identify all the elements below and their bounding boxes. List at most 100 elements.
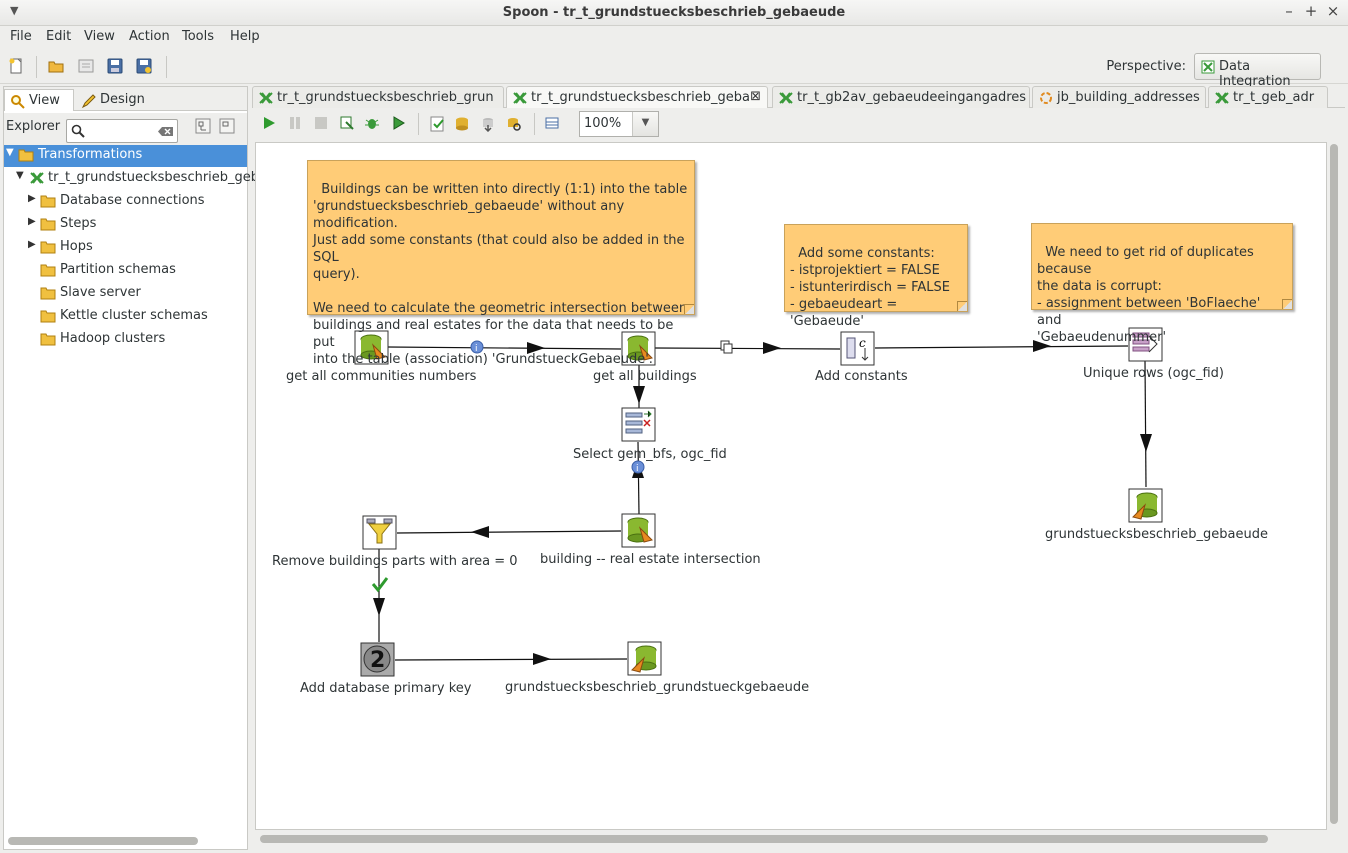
- note-text: Add some constants: - istprojektiert = F…: [790, 246, 951, 329]
- save-icon[interactable]: [107, 58, 123, 74]
- canvas-vertical-scrollbar[interactable]: [1330, 144, 1338, 824]
- tab-tr-geb-adr[interactable]: tr_t_geb_adr: [1208, 86, 1328, 108]
- step-icon-table-input: [621, 331, 656, 366]
- tree-item-label: Database connections: [60, 193, 205, 208]
- checkmark-icon: [371, 577, 389, 593]
- tab-design-label: Design: [100, 92, 145, 107]
- menu-edit[interactable]: Edit: [46, 29, 72, 44]
- zoom-select[interactable]: 100% ▼: [579, 111, 659, 137]
- impact-icon[interactable]: [454, 116, 470, 132]
- expand-all-icon[interactable]: [195, 118, 211, 134]
- clear-search-icon[interactable]: [158, 126, 174, 137]
- hop-line: [1144, 360, 1147, 488]
- minimize-icon[interactable]: –: [1285, 2, 1293, 20]
- explorer-row: Explorer: [4, 113, 247, 147]
- magnifier-icon: [11, 95, 25, 109]
- zoom-value: 100%: [584, 116, 622, 131]
- collapsed-arrow-icon[interactable]: ▶: [28, 193, 36, 204]
- collapse-all-icon[interactable]: [219, 118, 235, 134]
- perspective-data-integration-button[interactable]: Data Integration: [1194, 53, 1321, 89]
- tree-item-label: Transformations: [38, 147, 143, 162]
- menu-tools[interactable]: Tools: [182, 29, 215, 44]
- data-integration-icon: [1201, 60, 1215, 74]
- tab-label: tr_t_geb_adr: [1233, 90, 1315, 105]
- perspective-value: Data Integration: [1219, 59, 1291, 89]
- folder-icon: [40, 241, 56, 254]
- replay-icon[interactable]: [392, 116, 406, 130]
- transformation-icon: [1215, 92, 1229, 104]
- menu-help[interactable]: Help: [230, 29, 260, 44]
- close-icon[interactable]: ×: [1326, 2, 1340, 20]
- step-add-constants[interactable]: Add constants: [815, 369, 908, 384]
- step-output-grundstueckgebaeude[interactable]: grundstuecksbeschrieb_grundstueckgebaeud…: [505, 680, 810, 695]
- note-text: Buildings can be written into directly (…: [313, 182, 688, 367]
- step-icon-add-constants: c: [840, 331, 875, 366]
- menu-action[interactable]: Action: [129, 29, 170, 44]
- debug-icon[interactable]: [364, 116, 380, 130]
- preview-icon[interactable]: [340, 116, 354, 130]
- perspective-label: Perspective:: [1106, 59, 1186, 74]
- main-toolbar: Perspective: Data Integration: [0, 50, 1348, 89]
- note-add-constants[interactable]: Add some constants: - istprojektiert = F…: [784, 224, 968, 329]
- explore-db-icon[interactable]: [506, 116, 522, 132]
- menu-file[interactable]: File: [10, 29, 32, 44]
- window-menu-icon[interactable]: ▼: [10, 4, 19, 17]
- canvas-horizontal-scrollbar[interactable]: [260, 835, 1268, 843]
- step-intersection[interactable]: building -- real estate intersection: [540, 552, 761, 567]
- expand-arrow-icon[interactable]: ▼: [16, 170, 24, 181]
- tab-design[interactable]: Design: [76, 89, 146, 111]
- new-file-icon[interactable]: [8, 58, 24, 74]
- step-add-primary-key[interactable]: Add database primary key: [300, 681, 472, 696]
- run-icon[interactable]: [262, 116, 276, 130]
- tree-item-label: Partition schemas: [60, 262, 176, 277]
- explorer-panel: View Design Explorer ▼ Transformations ▼…: [3, 86, 267, 850]
- tab-label: tr_t_grundstuecksbeschrieb_grun: [277, 90, 494, 105]
- step-output-gebaeude[interactable]: grundstuecksbeschrieb_gebaeude: [1045, 527, 1268, 542]
- folder-icon: [18, 149, 34, 162]
- tree-item-label: Hops: [60, 239, 93, 254]
- sql-icon[interactable]: [480, 116, 496, 132]
- step-get-all-buildings[interactable]: get all buildings: [593, 369, 697, 384]
- collapsed-arrow-icon[interactable]: ▶: [28, 239, 36, 250]
- tree-item-transformations[interactable]: ▼ Transformations: [4, 145, 247, 167]
- tab-tr-grundstuecksbeschrieb-geba[interactable]: tr_t_grundstuecksbeschrieb_geba ⊠: [506, 86, 768, 108]
- note-buildings[interactable]: Buildings can be written into directly (…: [307, 160, 695, 367]
- tree-item-transformation[interactable]: ▼ tr_t_grundstuecksbeschrieb_geba: [4, 168, 267, 190]
- show-results-icon[interactable]: [545, 116, 559, 130]
- step-icon-unique-rows: [1128, 327, 1163, 362]
- step-get-all-communities[interactable]: get all communities numbers: [286, 369, 477, 384]
- step-icon-table-output: [627, 641, 662, 676]
- step-icon-add-sequence: 2: [360, 642, 395, 677]
- folder-icon: [40, 218, 56, 231]
- tab-view-label: View: [29, 93, 60, 108]
- job-icon: [1040, 92, 1052, 104]
- step-icon-table-input: [354, 330, 389, 365]
- tab-jb-building-addresses[interactable]: jb_building_addresses: [1032, 86, 1206, 108]
- tab-tr-gb2av-gebaeudeeingangadres[interactable]: tr_t_gb2av_gebaeudeeingangadres: [772, 86, 1030, 108]
- chevron-down-icon[interactable]: ▼: [632, 112, 658, 136]
- menu-view[interactable]: View: [84, 29, 115, 44]
- collapsed-arrow-icon[interactable]: ▶: [28, 216, 36, 227]
- search-field[interactable]: [66, 119, 178, 143]
- open-folder-icon[interactable]: [48, 58, 64, 74]
- step-select-values[interactable]: Select gem_bfs, ogc_fid: [573, 447, 727, 462]
- explorer-label: Explorer: [6, 119, 61, 134]
- pause-icon[interactable]: [288, 116, 302, 130]
- left-panel-scrollbar[interactable]: [8, 837, 198, 845]
- stop-icon[interactable]: [314, 116, 328, 130]
- maximize-icon[interactable]: +: [1304, 2, 1318, 20]
- close-tab-icon[interactable]: ⊠: [750, 89, 761, 104]
- expand-arrow-icon[interactable]: ▼: [6, 147, 14, 158]
- step-icon-table-input: [621, 513, 656, 548]
- save-as-icon[interactable]: [136, 58, 152, 74]
- tab-view[interactable]: View: [4, 89, 74, 111]
- step-remove-buildings-parts[interactable]: Remove buildings parts with area = 0: [272, 554, 518, 569]
- pencil-icon: [81, 94, 96, 109]
- step-unique-rows[interactable]: Unique rows (ogc_fid): [1083, 366, 1224, 381]
- tab-tr-grundstuecksbeschrieb-grun[interactable]: tr_t_grundstuecksbeschrieb_grun: [252, 86, 504, 108]
- search-input[interactable]: [91, 123, 155, 139]
- explore-repository-icon[interactable]: [78, 58, 94, 74]
- verify-icon[interactable]: [430, 116, 446, 132]
- note-duplicates[interactable]: We need to get rid of duplicates because…: [1031, 223, 1293, 345]
- window-title: Spoon - tr_t_grundstuecksbeschrieb_gebae…: [502, 5, 846, 20]
